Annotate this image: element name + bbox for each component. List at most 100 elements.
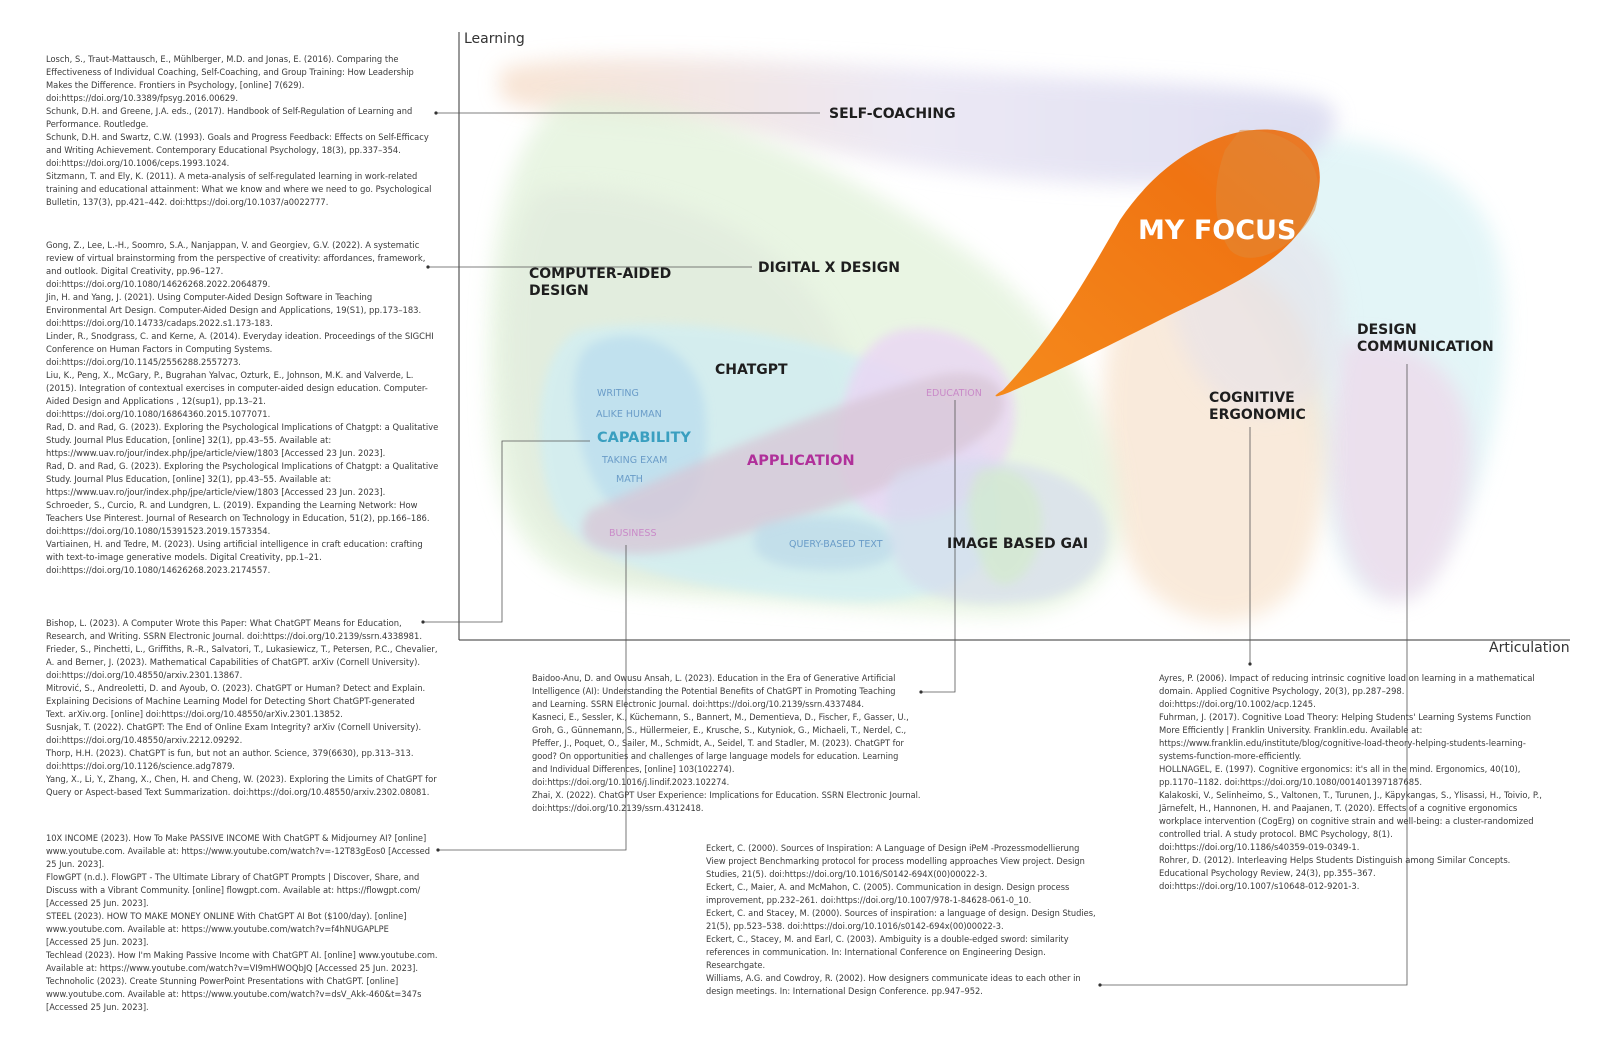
blob-image-gai-green — [968, 468, 1042, 585]
reference-line: Zhai, X. (2022). ChatGPT User Experience… — [532, 790, 921, 800]
blob-query-text — [753, 516, 897, 571]
reference-line: good? On opportunities and challenges of… — [532, 751, 899, 761]
capability-label: CAPABILITY — [597, 430, 691, 446]
reference-line: doi:https://doi.org/10.1080/16864360.201… — [46, 409, 271, 419]
application-label: APPLICATION — [747, 453, 855, 469]
reference-line: references in communication. In: Interna… — [706, 947, 1046, 957]
reference-line: doi:https://doi.org/10.1186/s40359-019-0… — [1159, 842, 1360, 852]
reference-line: Susnjak, T. (2022). ChatGPT: The End of … — [46, 722, 422, 732]
reference-line: More Efficiently | Franklin University. … — [1159, 725, 1423, 735]
reference-line: Intelligence (AI): Understanding the Pot… — [532, 686, 896, 696]
blob-application-band — [582, 373, 1004, 554]
reference-line: www.youtube.com. Available at: https://w… — [46, 924, 389, 934]
reference-line: www.youtube.com. Available at: https://w… — [46, 846, 431, 856]
reference-line: www.youtube.com. Available at: https://w… — [46, 989, 422, 999]
reference-line: and Individual Differences, [online] 103… — [532, 764, 735, 774]
query-based-text-label: QUERY-BASED TEXT — [789, 539, 883, 550]
reference-line: Study. Journal Plus Education, [online] … — [46, 474, 332, 484]
reference-line: View project Benchmarking protocol for p… — [706, 856, 1085, 866]
reference-line: 25 Jun. 2023]. — [46, 859, 105, 869]
my-focus-label: MY FOCUS — [1138, 215, 1297, 246]
reference-line: Query or Aspect-based Text Summarization… — [46, 787, 430, 797]
reference-line: https://www.franklin.edu/institute/blog/… — [1159, 738, 1526, 748]
education-label: EDUCATION — [926, 388, 982, 399]
reference-line: and outlook. Digital Creativity, pp.96–1… — [46, 266, 224, 276]
reference-line: Study. Journal Plus Education, [online] … — [46, 435, 332, 445]
reference-line: Rohrer, D. (2012). Interleaving Helps St… — [1159, 855, 1511, 865]
reference-line: Rad, D. and Rad, G. (2023). Exploring th… — [46, 422, 439, 432]
reference-line: Eckert, C. (2000). Sources of Inspiratio… — [706, 843, 1080, 853]
my-focus-shape — [995, 129, 1320, 397]
reference-line: Frieder, S., Pinchetti, L., Griffiths, R… — [46, 644, 438, 654]
references-education: Baidoo-Anu, D. and Owusu Ansah, L. (2023… — [532, 672, 921, 815]
reference-line: training and educational attainment: Wha… — [46, 184, 432, 194]
references-cognitive-ergonomic: Ayres, P. (2006). Impact of reducing int… — [1159, 672, 1542, 893]
reference-line: doi:https://doi.org/10.2139/ssrn.4312418… — [532, 803, 704, 813]
taking-exam-label: TAKING EXAM — [602, 455, 668, 466]
reference-line: Available at: https://www.youtube.com/wa… — [46, 963, 418, 973]
references-business: 10X INCOME (2023). How To Make PASSIVE I… — [46, 832, 438, 1014]
reference-line: pp.1170–1182. doi:https://doi.org/10.108… — [1159, 777, 1423, 787]
reference-line: Teachers Use Pinterest. Journal of Resea… — [46, 513, 430, 523]
reference-line: doi:https://doi.org/10.48550/arxiv.2301.… — [46, 670, 243, 680]
reference-line: (2015). Integration of contextual exerci… — [46, 383, 428, 393]
reference-line: doi:https://doi.org/10.48550/arxiv.2212.… — [46, 735, 243, 745]
x-axis-label: Articulation — [1489, 640, 1570, 656]
reference-line: Effectiveness of Individual Coaching, Se… — [46, 67, 414, 77]
reference-line: workplace intervention (CogErg) on cogni… — [1159, 816, 1534, 826]
reference-line: Jin, H. and Yang, J. (2021). Using Compu… — [46, 292, 373, 302]
reference-line: systems-function-more-efficiently. — [1159, 751, 1302, 761]
reference-line: Aided Design and Applications , 12(sup1)… — [46, 396, 266, 406]
reference-line: Pfeffer, J., Poquet, O., Sailer, M., Sch… — [532, 738, 904, 748]
reference-line: Baidoo-Anu, D. and Owusu Ansah, L. (2023… — [532, 673, 896, 683]
y-axis-label: Learning — [464, 31, 525, 47]
computer-aided-label-2: DESIGN — [529, 283, 589, 299]
reference-line: Schunk, D.H. and Swartz, C.W. (1993). Go… — [46, 132, 429, 142]
math-label: MATH — [616, 474, 643, 485]
reference-line: https://www.uav.ro/jour/index.php/jpe/ar… — [46, 487, 386, 497]
digital-x-design-label: DIGITAL X DESIGN — [758, 260, 900, 276]
reference-line: doi:https://doi.org/10.1007/s10648-012-9… — [1159, 881, 1360, 891]
reference-line: Fuhrman, J. (2017). Cognitive Load Theor… — [1159, 712, 1532, 722]
reference-line: Groh, G., Günnemann, S., Hüllermeier, E.… — [532, 725, 907, 735]
reference-line: [Accessed 25 Jun. 2023]. — [46, 937, 149, 947]
chatgpt-label: CHATGPT — [715, 362, 788, 378]
image-based-gai-label: IMAGE BASED GAI — [947, 536, 1089, 552]
reference-line: with text-to-image generative models. Di… — [46, 552, 322, 562]
reference-line: Educational Psychology Review, 24(3), pp… — [1159, 868, 1376, 878]
cognitive-ergonomic-label-2: ERGONOMIC — [1209, 407, 1306, 423]
references-self-coaching: Losch, S., Traut-Mattausch, E., Mühlberg… — [46, 53, 431, 209]
reference-line: Bishop, L. (2023). A Computer Wrote this… — [46, 618, 402, 628]
reference-line: Environmental Art Design. Computer-Aided… — [46, 305, 422, 315]
reference-line: doi:https://doi.org/10.1080/14626268.202… — [46, 279, 271, 289]
reference-line: Thorp, H.H. (2023). ChatGPT is fun, but … — [46, 748, 414, 758]
reference-line: design meetings. In: International Desig… — [706, 986, 983, 996]
reference-line: Kalakoski, V., Selinheimo, S., Valtonen,… — [1159, 790, 1542, 800]
reference-line: Mitrović, S., Andreoletti, D. and Ayoub,… — [46, 683, 426, 693]
reference-line: FlowGPT (n.d.). FlowGPT - The Ultimate L… — [46, 872, 420, 882]
writing-label: WRITING — [597, 388, 639, 399]
reference-line: Explaining Decisions of Machine Learning… — [46, 696, 415, 706]
reference-line: Eckert, C., Maier, A. and McMahon, C. (2… — [706, 882, 1070, 892]
reference-line: 10X INCOME (2023). How To Make PASSIVE I… — [46, 833, 427, 843]
reference-line: Rad, D. and Rad, G. (2023). Exploring th… — [46, 461, 439, 471]
reference-line: Schunk, D.H. and Greene, J.A. eds., (201… — [46, 106, 413, 116]
reference-line: Eckert, C., Stacey, M. and Earl, C. (200… — [706, 934, 1069, 944]
reference-line: [Accessed 25 Jun. 2023]. — [46, 898, 149, 908]
connector-lines — [423, 112, 1408, 986]
reference-line: and Writing Achievement. Contemporary Ed… — [46, 145, 401, 155]
reference-line: Gong, Z., Lee, L.-H., Soomro, S.A., Nanj… — [46, 240, 420, 250]
reference-line: Vartiainen, H. and Tedre, M. (2023). Usi… — [46, 539, 423, 549]
cognitive-ergonomic-label-1: COGNITIVE — [1209, 390, 1295, 406]
references-design-communication: Eckert, C. (2000). Sources of Inspiratio… — [706, 842, 1096, 998]
reference-line: Techlead (2023). How I'm Making Passive … — [46, 950, 438, 960]
reference-line: controlled trial. A study protocol. BMC … — [1159, 829, 1393, 839]
reference-line: Eckert, C. and Stacey, M. (2000). Source… — [706, 908, 1096, 918]
reference-line: doi:https://doi.org/10.1006/ceps.1993.10… — [46, 158, 230, 168]
reference-line: Linder, R., Snodgrass, C. and Kerne, A. … — [46, 331, 434, 341]
reference-line: Studies, 21(5). doi:https://doi.org/10.1… — [706, 869, 988, 879]
reference-line: 21(5), pp.523–538. doi:https://doi.org/1… — [706, 921, 1004, 931]
reference-line: Yang, X., Li, Y., Zhang, X., Chen, H. an… — [46, 774, 437, 784]
reference-line: doi:https://doi.org/10.1080/15391523.201… — [46, 526, 271, 536]
